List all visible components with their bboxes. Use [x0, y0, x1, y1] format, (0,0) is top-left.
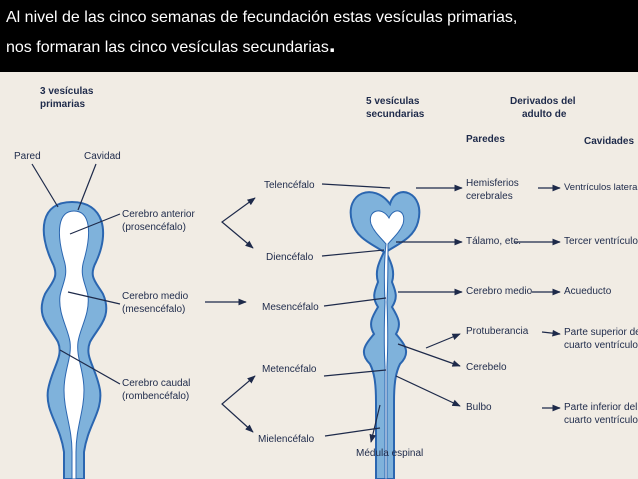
- primary-vesicle-3-line-2: (rombencéfalo): [122, 391, 190, 402]
- derivados-title-line-2: adulto de: [522, 109, 567, 120]
- cavity-2: Tercer ventrículo*: [564, 236, 638, 247]
- cavity-arrows: [514, 184, 561, 412]
- wall-1-line-1: Hemisferios: [466, 178, 519, 189]
- primary-vesicle-1-line-1: Cerebro anterior: [122, 209, 195, 220]
- primary-title-line-2: primarias: [40, 99, 86, 110]
- wall-4: Protuberancia: [466, 326, 529, 337]
- wall-2: Tálamo, etc.: [466, 236, 522, 247]
- primary-vesicle-2-line-2: (mesencéfalo): [122, 304, 186, 315]
- cavity-1: Ventrículos laterales: [564, 182, 638, 193]
- diagram-drawing: [31, 163, 561, 479]
- cavity-5-line-2: cuarto ventrículo: [564, 415, 638, 426]
- wall-3: Cerebro medio: [466, 286, 533, 297]
- medula-espinal-label: Médula espinal: [356, 448, 424, 459]
- cavidades-header: Cavidades: [584, 136, 635, 147]
- secondary-leader-lines: [321, 183, 391, 443]
- primary-vesicle-3-line-1: Cerebro caudal: [122, 378, 191, 389]
- wall-6: Bulbo: [466, 402, 492, 413]
- derivados-title-line-1: Derivados del: [510, 96, 576, 107]
- primary-title-line-1: 3 vesículas: [40, 86, 94, 97]
- secondary-title-line-2: secundarias: [366, 109, 425, 120]
- secondary-vesicle-metencefalo: Metencéfalo: [262, 364, 317, 375]
- primary-leader-lines: [31, 163, 121, 385]
- cavity-3: Acueducto: [564, 286, 612, 297]
- secondary-vesicle-mesencefalo: Mesencéfalo: [262, 302, 319, 313]
- primary-vesicle-1-line-2: (prosencéfalo): [122, 222, 186, 233]
- header-line-2-text: nos formaran las cinco vesículas secunda…: [6, 39, 329, 56]
- cavity-5-line-1: Parte inferior del: [564, 402, 638, 413]
- slide-header: Al nivel de las cinco semanas de fecunda…: [0, 0, 638, 70]
- secondary-vesicles-tube: [349, 191, 421, 479]
- secondary-title-line-1: 5 vesículas: [366, 96, 420, 107]
- cavity-4-line-2: cuarto ventrículo: [564, 340, 638, 351]
- paredes-header: Paredes: [466, 134, 505, 145]
- header-line-1: Al nivel de las cinco semanas de fecunda…: [6, 9, 518, 26]
- label-cavidad: Cavidad: [84, 151, 121, 162]
- secondary-vesicle-mielencefalo: Mielencéfalo: [258, 434, 315, 445]
- secondary-vesicle-diencefalo: Diencéfalo: [266, 252, 314, 263]
- header-period: .: [328, 31, 336, 58]
- cavity-4-line-1: Parte superior del: [564, 327, 638, 338]
- wall-5: Cerebelo: [466, 362, 507, 373]
- primary-vesicles-tube: [40, 200, 108, 479]
- brain-vesicles-diagram: 3 vesículas primarias Pared Cavidad Cere…: [0, 72, 638, 479]
- wall-arrows: [395, 184, 463, 407]
- primary-vesicle-2-line-1: Cerebro medio: [122, 291, 189, 302]
- header-line-2: nos formaran las cinco vesículas secunda…: [6, 33, 336, 58]
- label-pared: Pared: [14, 151, 41, 162]
- secondary-vesicle-telencefalo: Telencéfalo: [264, 180, 315, 191]
- wall-1-line-2: cerebrales: [466, 191, 513, 202]
- transition-arrows: [205, 197, 256, 433]
